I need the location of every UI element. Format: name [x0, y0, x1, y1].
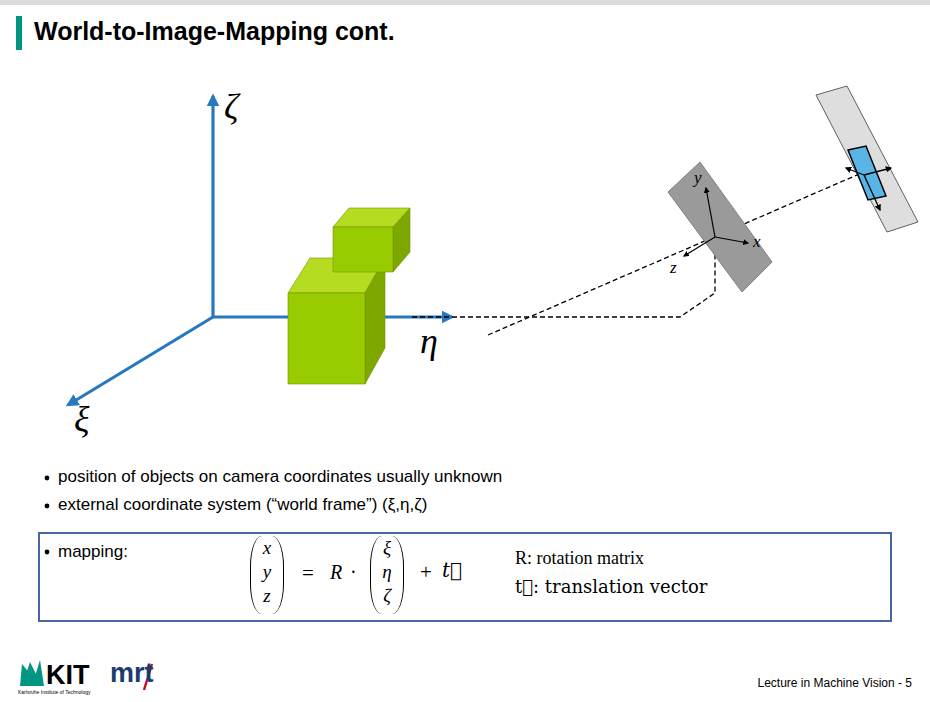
vector-entry: z: [263, 585, 270, 607]
axis-label: y: [694, 168, 702, 188]
vector-entry: ξ: [383, 537, 391, 559]
axis-label: x: [753, 232, 761, 252]
projected-object: [848, 146, 886, 200]
camera-axes: [684, 188, 748, 256]
green-cubes: [288, 208, 410, 384]
axis-label: z: [670, 258, 677, 278]
vector-symbol: t⃗: [442, 558, 462, 582]
vector-entry: ζ: [383, 585, 391, 607]
vector-entry: η: [382, 561, 391, 583]
camera-plane: [668, 162, 772, 292]
axis-label: ξ: [74, 398, 89, 440]
formula-box: mapping: xyz = R · ξηζ + t⃗ R: rotation matrix t⃗…: [38, 532, 892, 622]
operator: +: [420, 560, 432, 585]
axis-label: ζ: [224, 86, 239, 128]
image-axes: [846, 168, 891, 210]
dashed-lines: [412, 165, 880, 335]
vector-entry: y: [263, 561, 271, 583]
formula-label: mapping:: [58, 542, 128, 562]
legend-note: R: rotation matrix: [515, 548, 644, 569]
bullets: [45, 476, 50, 555]
bullet-text: external coordinate system (“world frame…: [58, 495, 427, 515]
footer-text: Lecture in Machine Vision - 5: [757, 676, 912, 690]
kit-logo: [20, 660, 44, 686]
logo-text: mrt: [110, 658, 154, 689]
bullet-text: position of objects on camera coordinate…: [58, 467, 502, 487]
axis-label: η: [420, 320, 438, 362]
world-axes: [68, 96, 452, 405]
operator: ·: [350, 561, 357, 584]
image-plane: [816, 86, 918, 232]
vector-entry: x: [263, 537, 271, 559]
top-strip: [0, 0, 930, 5]
logo-text: KIT: [46, 660, 90, 691]
operator: =: [302, 561, 314, 586]
matrix-symbol: R: [330, 561, 342, 584]
legend-note: t⃗: translation vector: [515, 576, 707, 597]
logo-subtext: Karlsruhe Institute of Technology: [18, 689, 90, 695]
slide-title: World-to-Image-Mapping cont.: [34, 17, 395, 46]
title-bar: [16, 16, 22, 50]
